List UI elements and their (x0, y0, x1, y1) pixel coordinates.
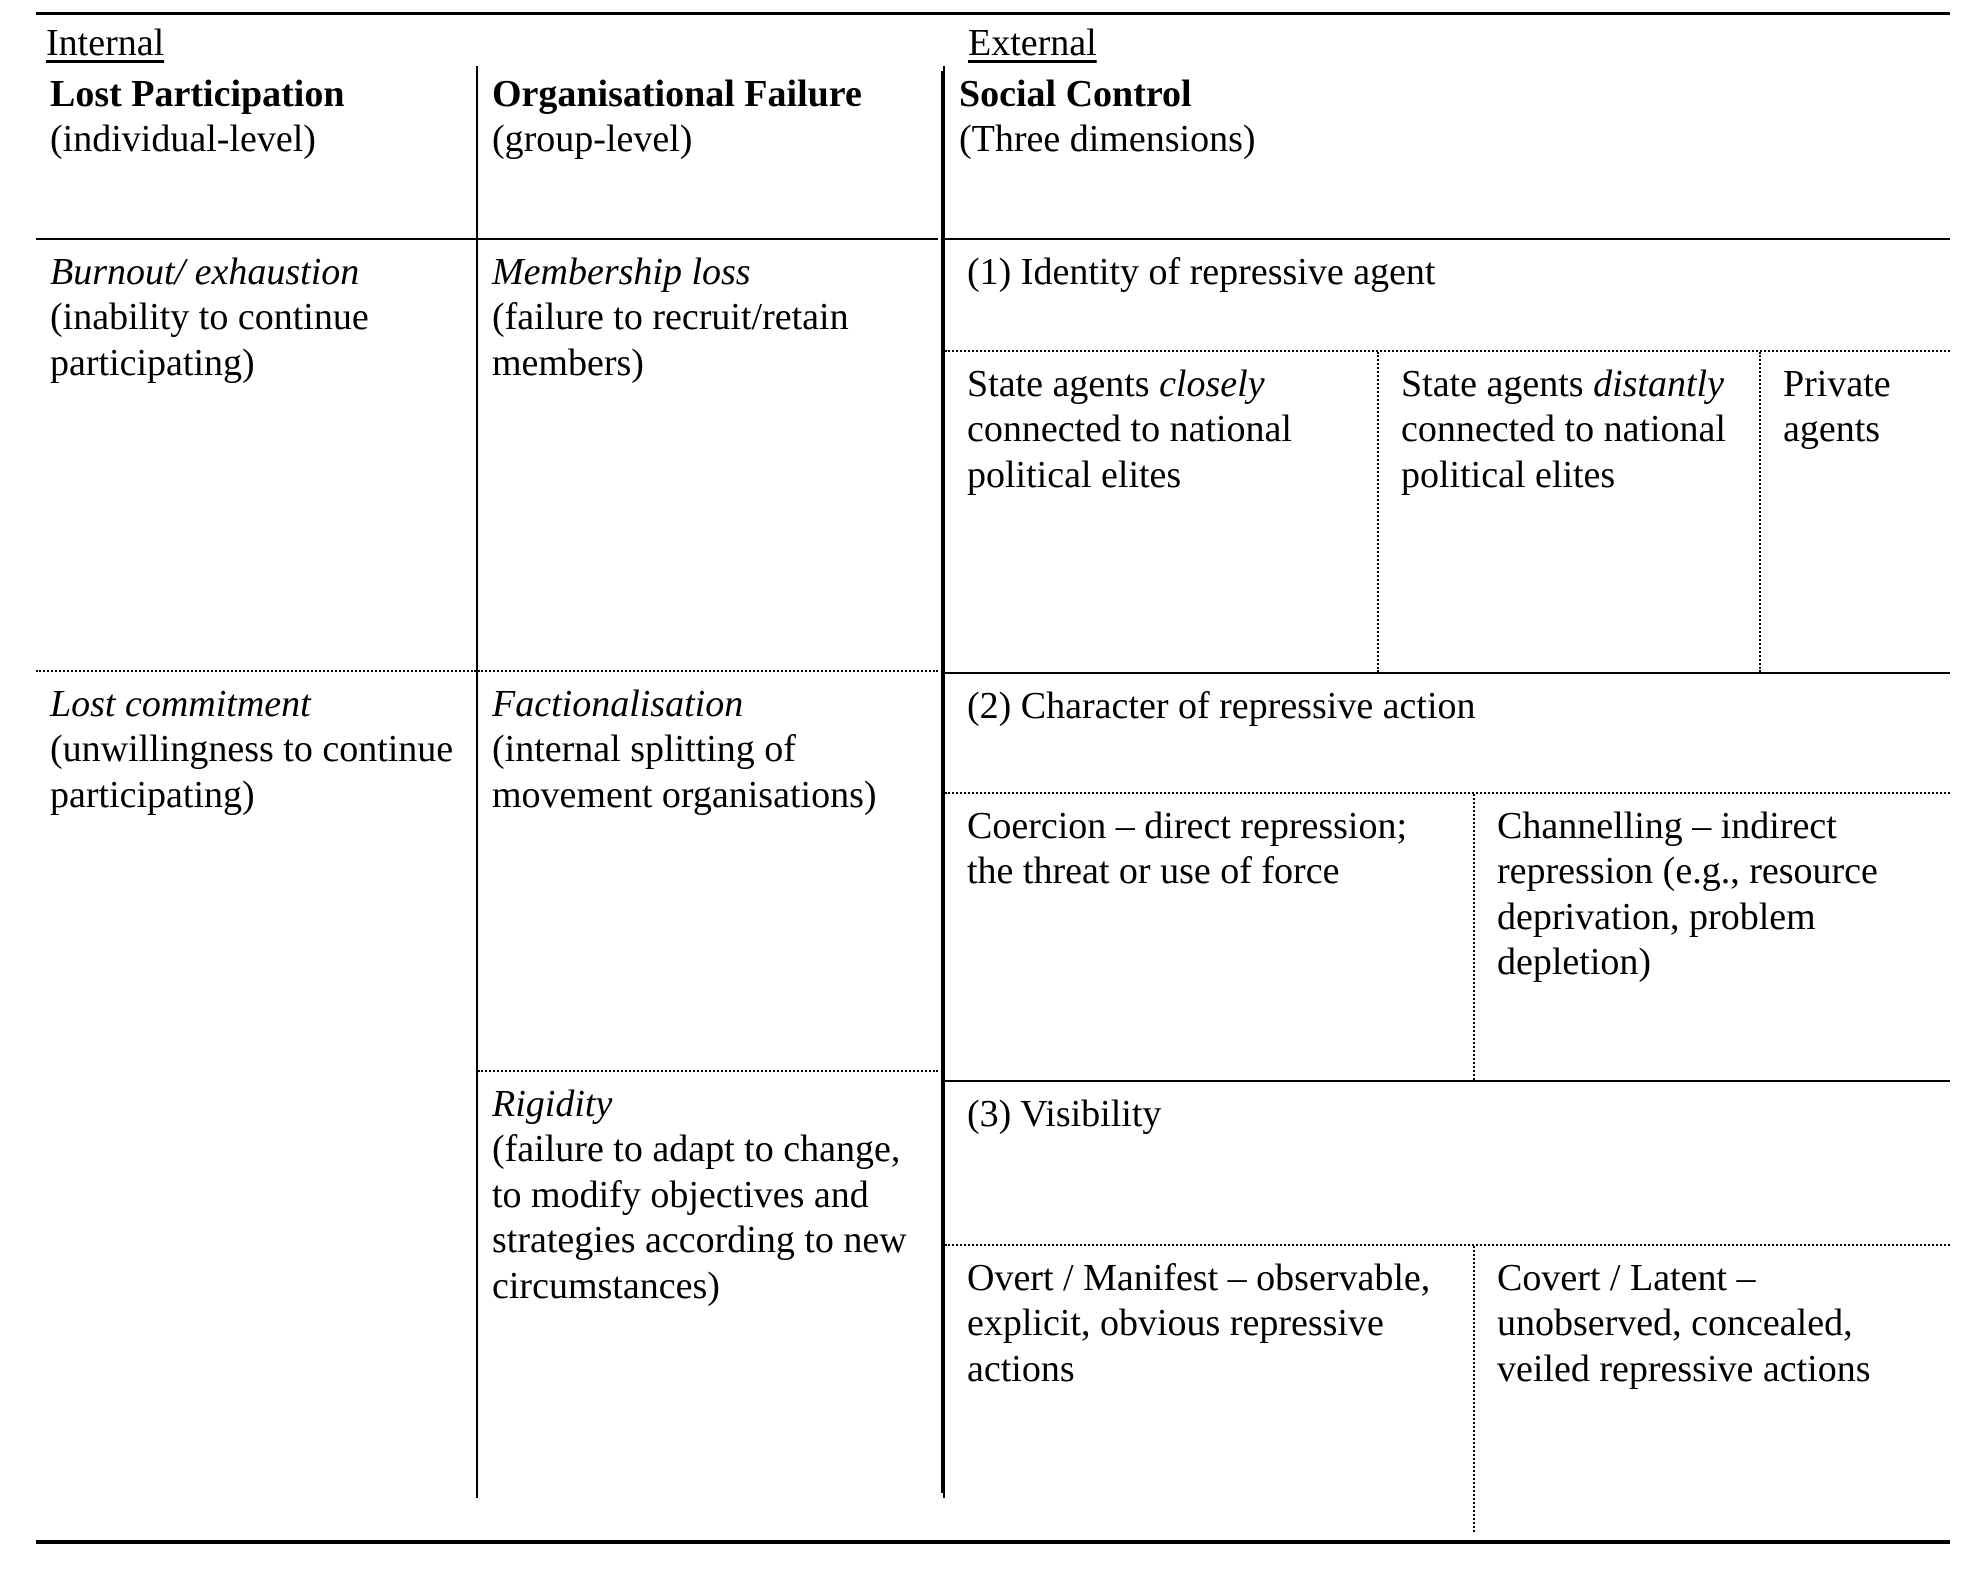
social-control-title: Social Control (959, 72, 1192, 115)
lost-participation-gloss-2: (unwillingness to continue participating… (50, 728, 454, 816)
organisational-failure-gloss-2: (internal splitting of movement organisa… (492, 728, 877, 816)
social-control-dimension-1: (1) Identity of repressive agent State a… (945, 240, 1950, 672)
cell-lead-text: State agents (967, 362, 1160, 405)
cell-emphasis-text: distantly (1593, 362, 1724, 405)
top-rule (36, 12, 1950, 15)
column-header-text: Organisational Failure (group-level) (492, 72, 922, 162)
lost-participation-row-2: Lost commitment (unwillingness to contin… (36, 669, 476, 829)
cell-tail-text: connected to national political elites (967, 408, 1292, 496)
external-section-label-cell: External (938, 22, 1950, 66)
dimension-3-cell-1: Overt / Manifest – observable, explicit,… (967, 1256, 1431, 1390)
dimension-2-cells: Coercion – direct repression; the threat… (945, 791, 1950, 1080)
dimension-2-heading: (2) Character of repressive action (967, 684, 1476, 727)
cell-lead-text: State agents (1401, 362, 1594, 405)
column-organisational-failure: Organisational Failure (group-level) Mem… (476, 65, 938, 1498)
column-header-text: Social Control (Three dimensions) (959, 72, 1934, 162)
organisational-failure-term-2: Factionalisation (492, 682, 744, 725)
dimension-1-cell-1: State agents closely connected to nation… (945, 352, 1377, 672)
social-control-dimension-3: (3) Visibility Overt / Manifest – observ… (945, 1079, 1950, 1532)
organisational-failure-title: Organisational Failure (492, 72, 862, 115)
dimension-3-cell-2: Covert / Latent – unobserved, concealed,… (1473, 1245, 1950, 1532)
column-header-social-control: Social Control (Three dimensions) (945, 66, 1950, 240)
lost-participation-term-2: Lost commitment (50, 682, 311, 725)
column-social-control: Social Control (Three dimensions) (1) Id… (943, 65, 1950, 1532)
external-section-label: External (968, 22, 1097, 64)
organisational-failure-row-1: Membership loss (failure to recruit/reta… (478, 240, 938, 670)
lost-participation-term-1: Burnout/ exhaustion (50, 250, 360, 293)
dimension-2-cell-2: Channelling – indirect repression (e.g.,… (1473, 793, 1950, 1080)
dimension-3-cells: Overt / Manifest – observable, explicit,… (945, 1243, 1950, 1532)
section-label-band: Internal External (36, 0, 1950, 66)
column-lost-participation: Lost Participation (individual-level) Bu… (36, 66, 476, 1498)
organisational-failure-term-3: Rigidity (492, 1082, 613, 1125)
lost-participation-gloss-1: (inability to continue participating) (50, 296, 369, 384)
organisational-failure-term-1: Membership loss (492, 250, 751, 293)
column-header-organisational-failure: Organisational Failure (group-level) (478, 66, 938, 240)
cell-lead-text: Private agents (1783, 362, 1891, 451)
lost-participation-subtitle: (individual-level) (50, 117, 316, 160)
cell-tail-text: connected to national political elites (1401, 408, 1726, 496)
dimension-2-cell-1: Coercion – direct repression; the threat… (967, 804, 1408, 893)
column-header-lost-participation: Lost Participation (individual-level) (36, 66, 476, 240)
organisational-failure-gloss-1: (failure to recruit/retain members) (492, 296, 849, 384)
dimension-1-cell-2: State agents distantly connected to nati… (1377, 351, 1759, 672)
social-control-dimension-2: (2) Character of repressive action Coerc… (945, 671, 1950, 1080)
typology-table: Lost Participation (individual-level) Bu… (36, 65, 1950, 1532)
organisational-failure-row-2: Factionalisation (internal splitting of … (478, 669, 938, 1070)
internal-section-label-cell: Internal (36, 22, 938, 66)
dimension-3-heading: (3) Visibility (967, 1092, 1162, 1135)
column-header-text: Lost Participation (individual-level) (50, 72, 460, 162)
dimension-1-heading: (1) Identity of repressive agent (967, 250, 1436, 293)
organisational-failure-gloss-3: (failure to adapt to change, to modify o… (492, 1128, 907, 1308)
organisational-failure-row-3: Rigidity (failure to adapt to change, to… (478, 1069, 938, 1320)
cell-emphasis-text: closely (1159, 362, 1265, 405)
internal-section-label: Internal (46, 22, 165, 64)
organisational-failure-subtitle: (group-level) (492, 117, 693, 160)
bottom-rule (36, 1540, 1950, 1544)
dimension-1-cells: State agents closely connected to nation… (945, 349, 1950, 672)
lost-participation-row-1: Burnout/ exhaustion (inability to contin… (36, 240, 476, 670)
dimension-1-cell-3: Private agents (1759, 351, 1950, 672)
social-control-subtitle: (Three dimensions) (959, 117, 1256, 160)
lost-participation-title: Lost Participation (50, 72, 345, 115)
